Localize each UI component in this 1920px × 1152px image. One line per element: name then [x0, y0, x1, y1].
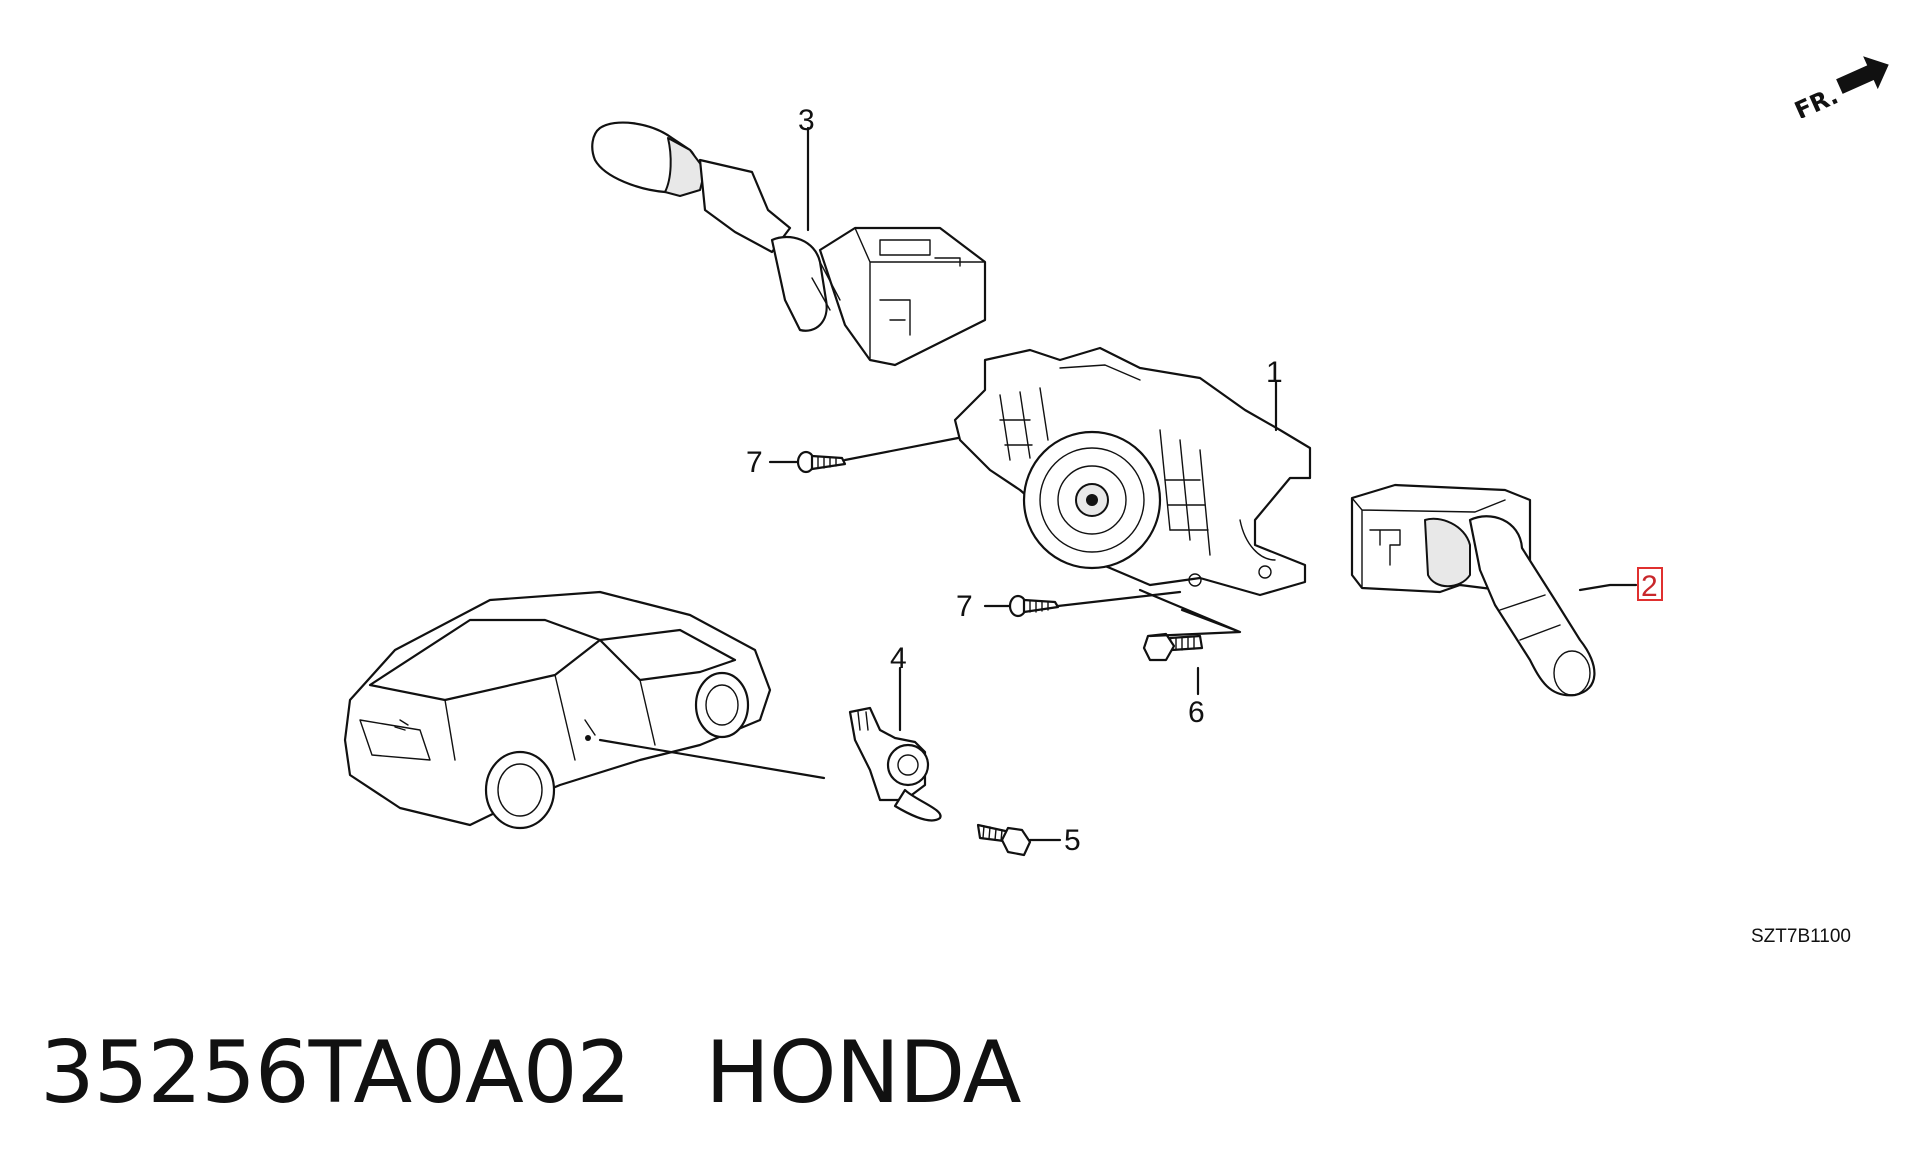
brand-name: HONDA — [705, 1023, 1021, 1123]
part-7-screw-lower[interactable] — [1008, 594, 1060, 618]
part-number: 35256TA0A02 — [40, 1023, 631, 1123]
callout-4[interactable]: 4 — [890, 642, 907, 675]
callout-3[interactable]: 3 — [798, 104, 815, 137]
callout-7-lower[interactable]: 7 — [956, 590, 973, 623]
part-1-combination-switch-body[interactable] — [953, 346, 1312, 597]
callout-7-upper[interactable]: 7 — [746, 446, 763, 479]
part-7-screw-upper[interactable] — [796, 450, 847, 474]
front-label: FR. — [1790, 82, 1842, 118]
front-direction-marker: FR. — [1790, 56, 1889, 118]
part-6-screw[interactable] — [1142, 632, 1204, 662]
part-3-lighting-switch[interactable] — [591, 121, 987, 367]
highlight-box — [1637, 567, 1663, 601]
callout-5[interactable]: 5 — [1064, 824, 1081, 857]
callout-1[interactable]: 1 — [1266, 356, 1283, 389]
arrow-right-icon — [1836, 56, 1889, 94]
caption-bar: 35256TA0A02 HONDA — [40, 1018, 1021, 1128]
part-5-bolt[interactable] — [976, 823, 1032, 857]
part-4-sensor-connector[interactable] — [848, 706, 942, 822]
callout-labels: 3 1 2 7 7 6 4 5 — [746, 104, 1663, 857]
drawing-code: SZT7B1100 — [1751, 926, 1851, 947]
leader-lines — [598, 126, 1638, 842]
callout-2[interactable]: 2 — [1641, 570, 1658, 603]
vehicle-location-illustration — [343, 590, 772, 830]
callout-6[interactable]: 6 — [1188, 696, 1205, 729]
part-2-wiper-switch[interactable] — [1350, 483, 1596, 697]
